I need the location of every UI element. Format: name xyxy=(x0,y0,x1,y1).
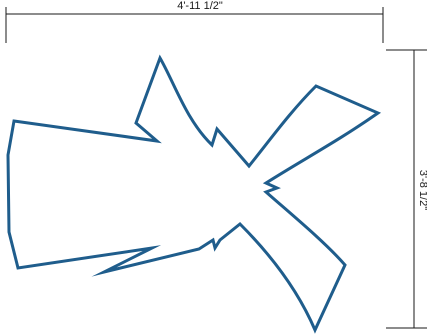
height-dimension: 3'-8 1/2" xyxy=(386,49,427,329)
width-dimension: 4'-11 1/2" xyxy=(5,0,384,43)
height-dimension-label: 3'-8 1/2" xyxy=(417,170,427,210)
shape-outline xyxy=(6,54,382,334)
width-dimension-label: 4'-11 1/2" xyxy=(177,0,223,12)
